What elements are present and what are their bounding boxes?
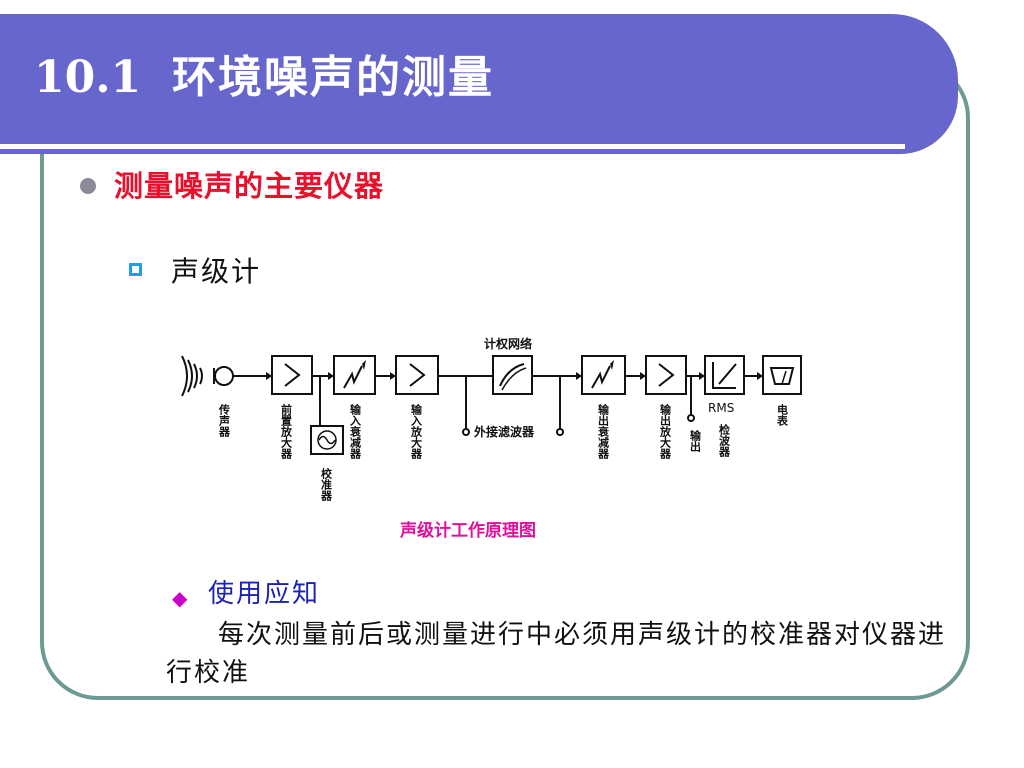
label-output-amp: 输出放大器: [659, 403, 673, 460]
label-output: 输出: [689, 429, 702, 453]
input-attenuator-block: [333, 355, 376, 395]
output-attenuator-block: [581, 355, 626, 395]
section-heading: 测量噪声的主要仪器: [114, 169, 385, 203]
label-output-attenuator: 输出衰减器: [597, 403, 611, 460]
usage-text: 每次测量前后或测量进行中必须用声级计的校准器对仪器进行校准: [166, 620, 947, 688]
square-bullet-icon: [129, 263, 142, 276]
label-external-filter: 外接滤波器: [474, 424, 535, 439]
label-weighting-network: 计权网络: [484, 336, 532, 351]
sound-wave-icon: [181, 355, 203, 397]
diagram-caption: 声级计工作原理图: [400, 521, 536, 541]
microphone-icon: [213, 366, 234, 386]
label-rms: RMS: [708, 401, 734, 415]
input-amp-block: [395, 355, 439, 395]
label-calibrator: 校准器: [320, 467, 334, 502]
slide-number: 10.1: [34, 52, 142, 103]
label-preamp: 前置放大器: [280, 403, 294, 460]
label-input-amp: 输入放大器: [410, 403, 424, 460]
sound-level-meter-diagram: 传声器 前置放大器 校准器 输入衰减器 输入放大器 输出衰减器 输出放大器 输出…: [181, 336, 802, 502]
bullet-dot-icon: [80, 178, 96, 194]
label-meter: 电表: [776, 403, 790, 427]
preamp-block: [271, 355, 313, 395]
diamond-bullet-icon: ◆: [172, 586, 188, 610]
usage-title: 使用应知: [208, 579, 321, 609]
sub-item-sound-level-meter: 声级计: [171, 255, 262, 288]
label-transducer: 传声器: [218, 403, 232, 438]
label-input-attenuator: 输入衰减器: [349, 403, 363, 460]
label-detector: 检波器: [718, 423, 732, 458]
title-bar: [0, 14, 958, 154]
output-amp-block: [645, 355, 687, 395]
title-rule: [0, 144, 905, 149]
slide-title: 环境噪声的测量: [172, 52, 494, 103]
meter-block: [762, 355, 802, 395]
